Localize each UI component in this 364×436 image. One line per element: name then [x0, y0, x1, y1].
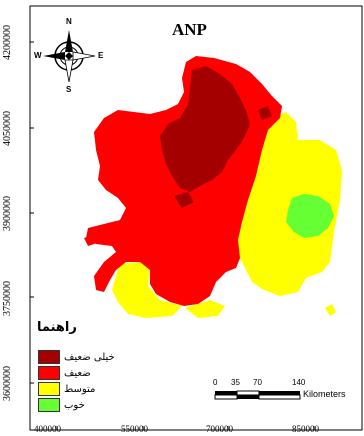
region-medium-south [185, 300, 225, 318]
east-label: E [98, 51, 104, 60]
region-weak-islet [84, 234, 100, 246]
y-tick-label: 4200000 [2, 25, 13, 60]
y-tick-label: 4050000 [2, 111, 13, 146]
axis-ticks [30, 41, 315, 430]
north-label: N [66, 17, 72, 26]
legend-swatch [38, 350, 60, 364]
x-tick-label: 550000 [121, 424, 148, 434]
legend-label: ضعیف [64, 367, 91, 379]
y-tick-label: 3600000 [2, 366, 13, 401]
region-very-weak [160, 66, 250, 192]
scale-bar [214, 390, 301, 400]
legend-title: راهنما [37, 320, 77, 335]
scale-tick-label: 35 [231, 378, 240, 387]
map-title: ANP [172, 20, 207, 39]
legend-swatch [38, 382, 60, 396]
x-tick-label: 850000 [292, 424, 319, 434]
region-good [286, 194, 334, 238]
x-tick-label: 400000 [34, 424, 61, 434]
region-very-weak-3 [174, 192, 194, 208]
legend-label: خوب [64, 399, 85, 411]
legend-item: ضعیف [38, 366, 91, 380]
region-very-weak-2 [258, 106, 272, 120]
legend-label: متوسط [64, 383, 96, 395]
y-tick-label: 3750000 [2, 281, 13, 316]
north-arrow-icon [43, 30, 96, 83]
scale-tick-label: 70 [253, 378, 262, 387]
legend-label: خیلی ضعیف [64, 351, 115, 363]
legend-item: متوسط [38, 382, 95, 396]
region-medium-spot [325, 304, 336, 316]
scale-unit-label: Kilometers [303, 389, 346, 399]
legend-item: خوب [38, 398, 85, 412]
region-medium [236, 112, 342, 296]
scale-tick-label: 140 [292, 378, 306, 387]
legend-swatch [38, 398, 60, 412]
south-label: S [66, 85, 72, 94]
legend-item: خیلی ضعیف [38, 350, 115, 364]
x-tick-label: 700000 [206, 424, 233, 434]
region-medium-west [112, 262, 182, 318]
west-label: W [34, 51, 42, 60]
y-tick-label: 3900000 [2, 196, 13, 231]
legend-swatch [38, 366, 60, 380]
scale-tick-label: 0 [213, 378, 218, 387]
